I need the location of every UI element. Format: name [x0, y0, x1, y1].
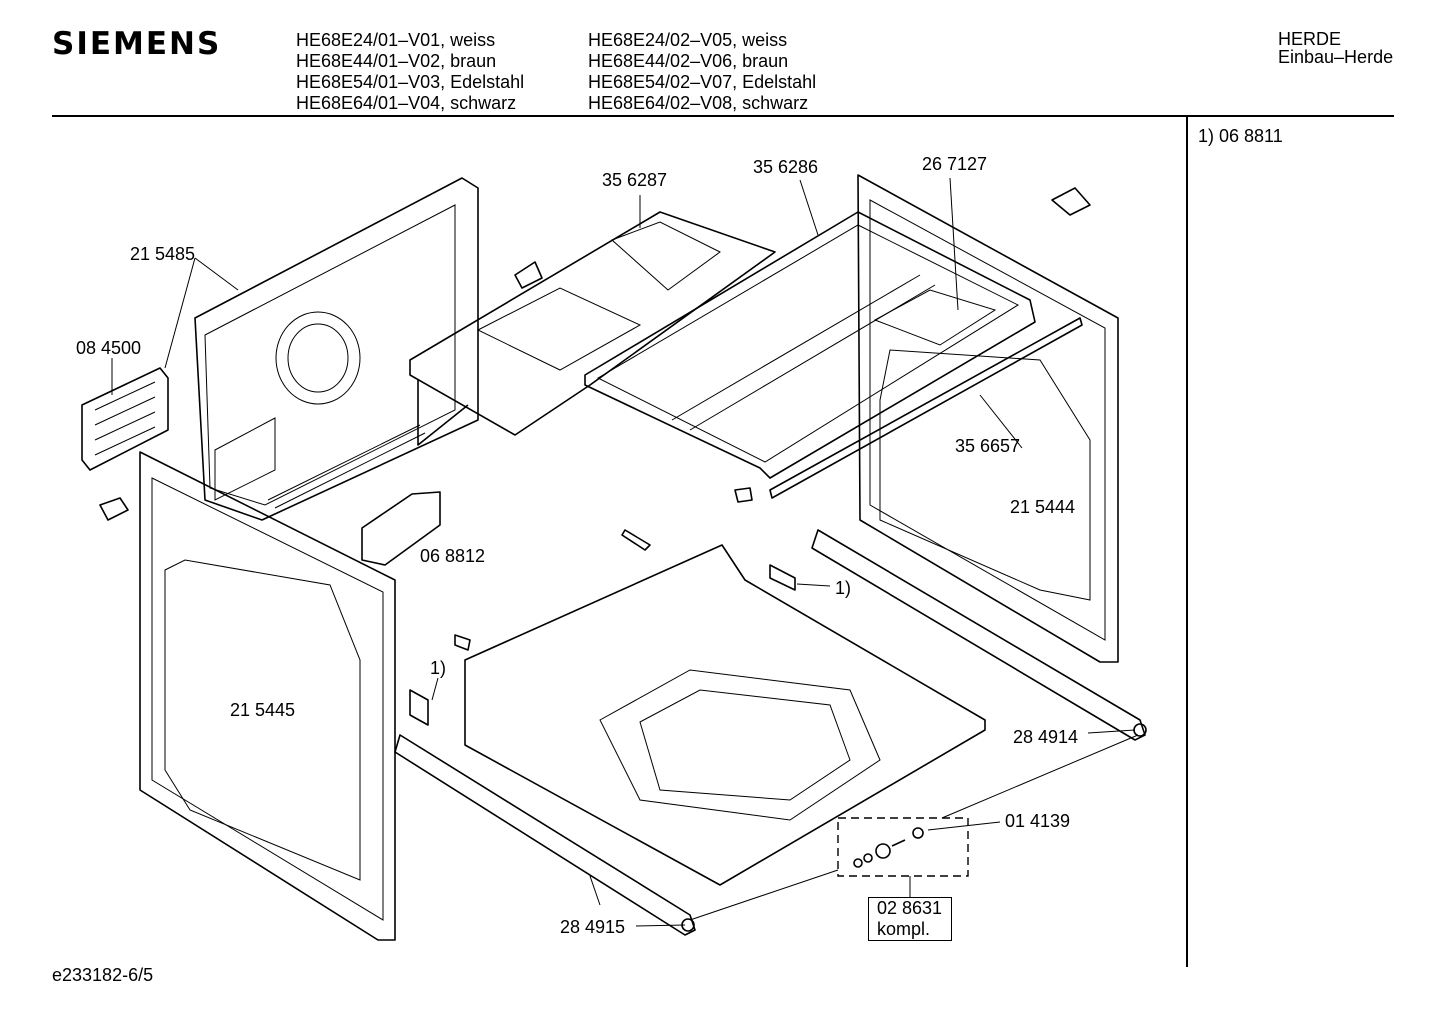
model-item: HE68E44/02–V06, braun	[588, 51, 789, 71]
label-084500: 08 4500	[76, 338, 142, 358]
label-215444: 21 5444	[1010, 497, 1076, 517]
label-356657: 35 6657	[955, 436, 1021, 456]
left-rail	[394, 734, 696, 936]
model-item: HE68E24/01–V01, weiss	[296, 30, 496, 50]
header-divider	[52, 115, 1394, 117]
leader-lines	[111, 177, 1139, 927]
footnote: 1) 06 8811	[1198, 126, 1283, 146]
model-item: HE68E44/01–V02, braun	[296, 51, 497, 71]
model-item: HE68E24/02–V05, weiss	[588, 30, 788, 50]
model-item: HE68E64/02–V08, schwarz	[588, 93, 809, 113]
label-ref1-right: 1)	[835, 578, 852, 598]
category-title: HERDE	[1278, 29, 1342, 49]
back-wall-panel	[194, 177, 479, 521]
category-block: HERDE Einbau–Herde	[1278, 30, 1393, 66]
label-215485: 21 5485	[130, 244, 196, 264]
label-356287: 35 6287	[602, 170, 668, 190]
category-subtitle: Einbau–Herde	[1278, 47, 1394, 67]
model-item: HE68E54/01–V03, Edelstahl	[296, 72, 525, 92]
brand-logo: SIEMENS	[52, 26, 222, 62]
label-068812: 06 8812	[420, 546, 486, 566]
model-item: HE68E64/01–V04, schwarz	[296, 93, 517, 113]
kit-number: 02 8631	[877, 898, 943, 918]
top-strip	[769, 317, 1083, 499]
front-frame	[139, 451, 396, 941]
bracket	[361, 491, 441, 566]
top-panel	[584, 211, 1036, 479]
note-column-divider	[1186, 117, 1188, 967]
model-list-2: HE68E24/02–V05, weiss HE68E44/02–V06, br…	[588, 30, 816, 114]
label-356286: 35 6286	[753, 157, 819, 177]
oven-base	[464, 544, 986, 886]
clip-parts	[99, 187, 1091, 726]
label-267127: 26 7127	[922, 154, 988, 174]
right-side-wall	[857, 174, 1119, 663]
label-014139: 01 4139	[1005, 811, 1071, 831]
kit-label: kompl.	[877, 919, 931, 939]
model-item: HE68E54/02–V07, Edelstahl	[588, 72, 817, 92]
bolt-kit-box	[837, 817, 969, 897]
top-rear-cover	[409, 211, 776, 446]
kit-label-box: 02 8631 kompl.	[868, 897, 952, 941]
label-284914: 28 4914	[1013, 727, 1079, 747]
model-list-1: HE68E24/01–V01, weiss HE68E44/01–V02, br…	[296, 30, 524, 114]
label-284915: 28 4915	[560, 917, 626, 937]
rear-grille	[81, 367, 169, 471]
label-215445: 21 5445	[230, 700, 296, 720]
label-ref1-left: 1)	[430, 658, 447, 678]
document-code: e233182-6/5	[52, 965, 154, 985]
